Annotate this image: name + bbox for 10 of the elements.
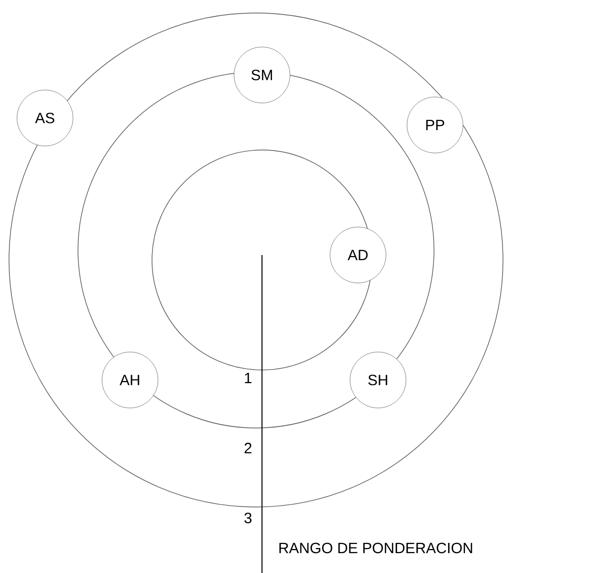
- axis-label: RANGO DE PONDERACION: [279, 542, 472, 554]
- ring-number: 3: [244, 512, 252, 524]
- circle-node: PP: [406, 96, 464, 154]
- circle-node: SM: [234, 46, 290, 104]
- circle-node: AH: [102, 352, 158, 408]
- ring-number: 1: [245, 372, 252, 384]
- circle-node: AD: [330, 226, 386, 284]
- circle-node: AS: [16, 90, 74, 146]
- circle-node: SH: [350, 352, 406, 408]
- ring-number: 2: [244, 442, 252, 454]
